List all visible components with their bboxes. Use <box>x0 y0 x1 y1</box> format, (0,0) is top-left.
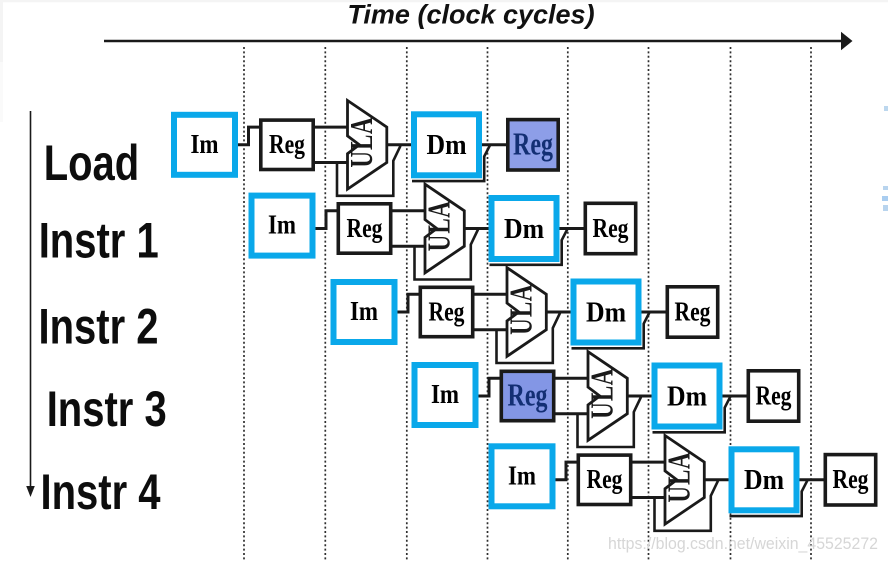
svg-text:Dm: Dm <box>744 464 784 495</box>
svg-text:https://blog.csdn.net/weixin_4: https://blog.csdn.net/weixin_45525272 <box>608 534 878 553</box>
svg-text:U: U <box>344 151 380 168</box>
svg-text:A: A <box>585 369 621 386</box>
svg-text:L: L <box>585 386 621 401</box>
svg-text:Reg: Reg <box>833 465 869 495</box>
svg-text:Dm: Dm <box>667 380 707 411</box>
svg-text:Instr 2: Instr 2 <box>39 298 159 354</box>
svg-text:Reg: Reg <box>347 214 383 244</box>
svg-text:U: U <box>504 318 540 335</box>
svg-text:Load: Load <box>44 135 140 191</box>
svg-text:A: A <box>662 452 698 469</box>
svg-text:Reg: Reg <box>675 297 711 327</box>
svg-text:Im: Im <box>350 297 378 326</box>
svg-text:Im: Im <box>431 380 459 409</box>
svg-text:Reg: Reg <box>269 130 305 160</box>
svg-text:Dm: Dm <box>586 296 626 327</box>
svg-text:Reg: Reg <box>587 465 623 495</box>
svg-text:L: L <box>344 135 380 150</box>
svg-text:L: L <box>662 470 698 485</box>
svg-text:A: A <box>422 201 458 218</box>
svg-text:A: A <box>504 285 540 302</box>
svg-text:Instr 1: Instr 1 <box>39 212 159 268</box>
svg-text:Im: Im <box>268 211 296 240</box>
svg-text:Reg: Reg <box>756 381 792 411</box>
svg-text:Dm: Dm <box>504 213 544 244</box>
svg-text:Reg: Reg <box>508 378 548 413</box>
svg-text:U: U <box>422 235 458 252</box>
svg-text:U: U <box>662 486 698 503</box>
svg-text:Instr 3: Instr 3 <box>47 381 167 437</box>
svg-text:Instr 4: Instr 4 <box>41 464 161 520</box>
svg-text:L: L <box>504 302 540 317</box>
svg-text:Reg: Reg <box>429 297 465 327</box>
svg-text:Im: Im <box>508 462 536 491</box>
svg-text:L: L <box>422 218 458 233</box>
svg-text:Dm: Dm <box>426 129 466 160</box>
svg-text:A: A <box>344 117 380 134</box>
svg-text:Time (clock cycles): Time (clock cycles) <box>347 0 594 30</box>
svg-text:Reg: Reg <box>593 214 629 244</box>
svg-text:U: U <box>585 402 621 419</box>
svg-text:Im: Im <box>190 130 218 159</box>
svg-text:Reg: Reg <box>513 127 553 162</box>
